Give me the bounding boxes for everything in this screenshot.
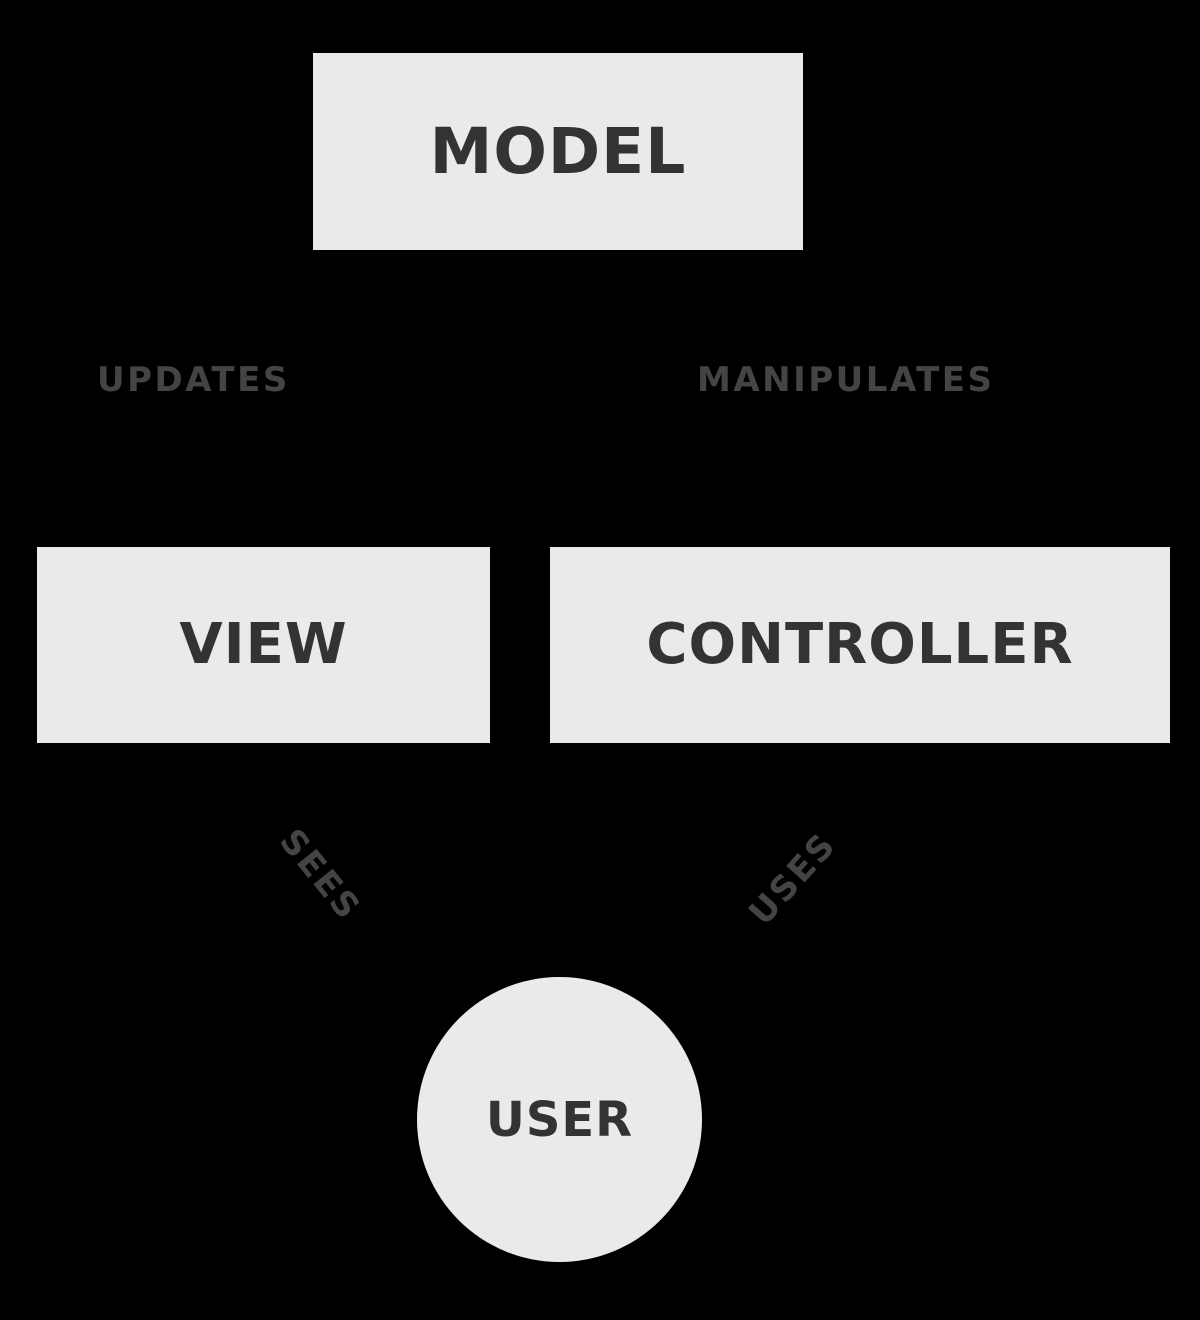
edge-label-sees: SEES (271, 821, 369, 929)
node-user[interactable]: USER (417, 977, 702, 1262)
node-view[interactable]: VIEW (37, 547, 490, 743)
node-controller[interactable]: CONTROLLER (550, 547, 1170, 743)
edge-label-manipulates: MANIPULATES (697, 360, 995, 400)
node-user-label: USER (485, 1091, 634, 1148)
edge-label-updates: UPDATES (97, 360, 290, 400)
edge-label-uses: USES (741, 824, 845, 934)
node-model-label: MODEL (429, 115, 687, 188)
node-model[interactable]: MODEL (313, 53, 803, 250)
node-controller-label: CONTROLLER (646, 612, 1074, 677)
node-view-label: VIEW (179, 612, 348, 677)
